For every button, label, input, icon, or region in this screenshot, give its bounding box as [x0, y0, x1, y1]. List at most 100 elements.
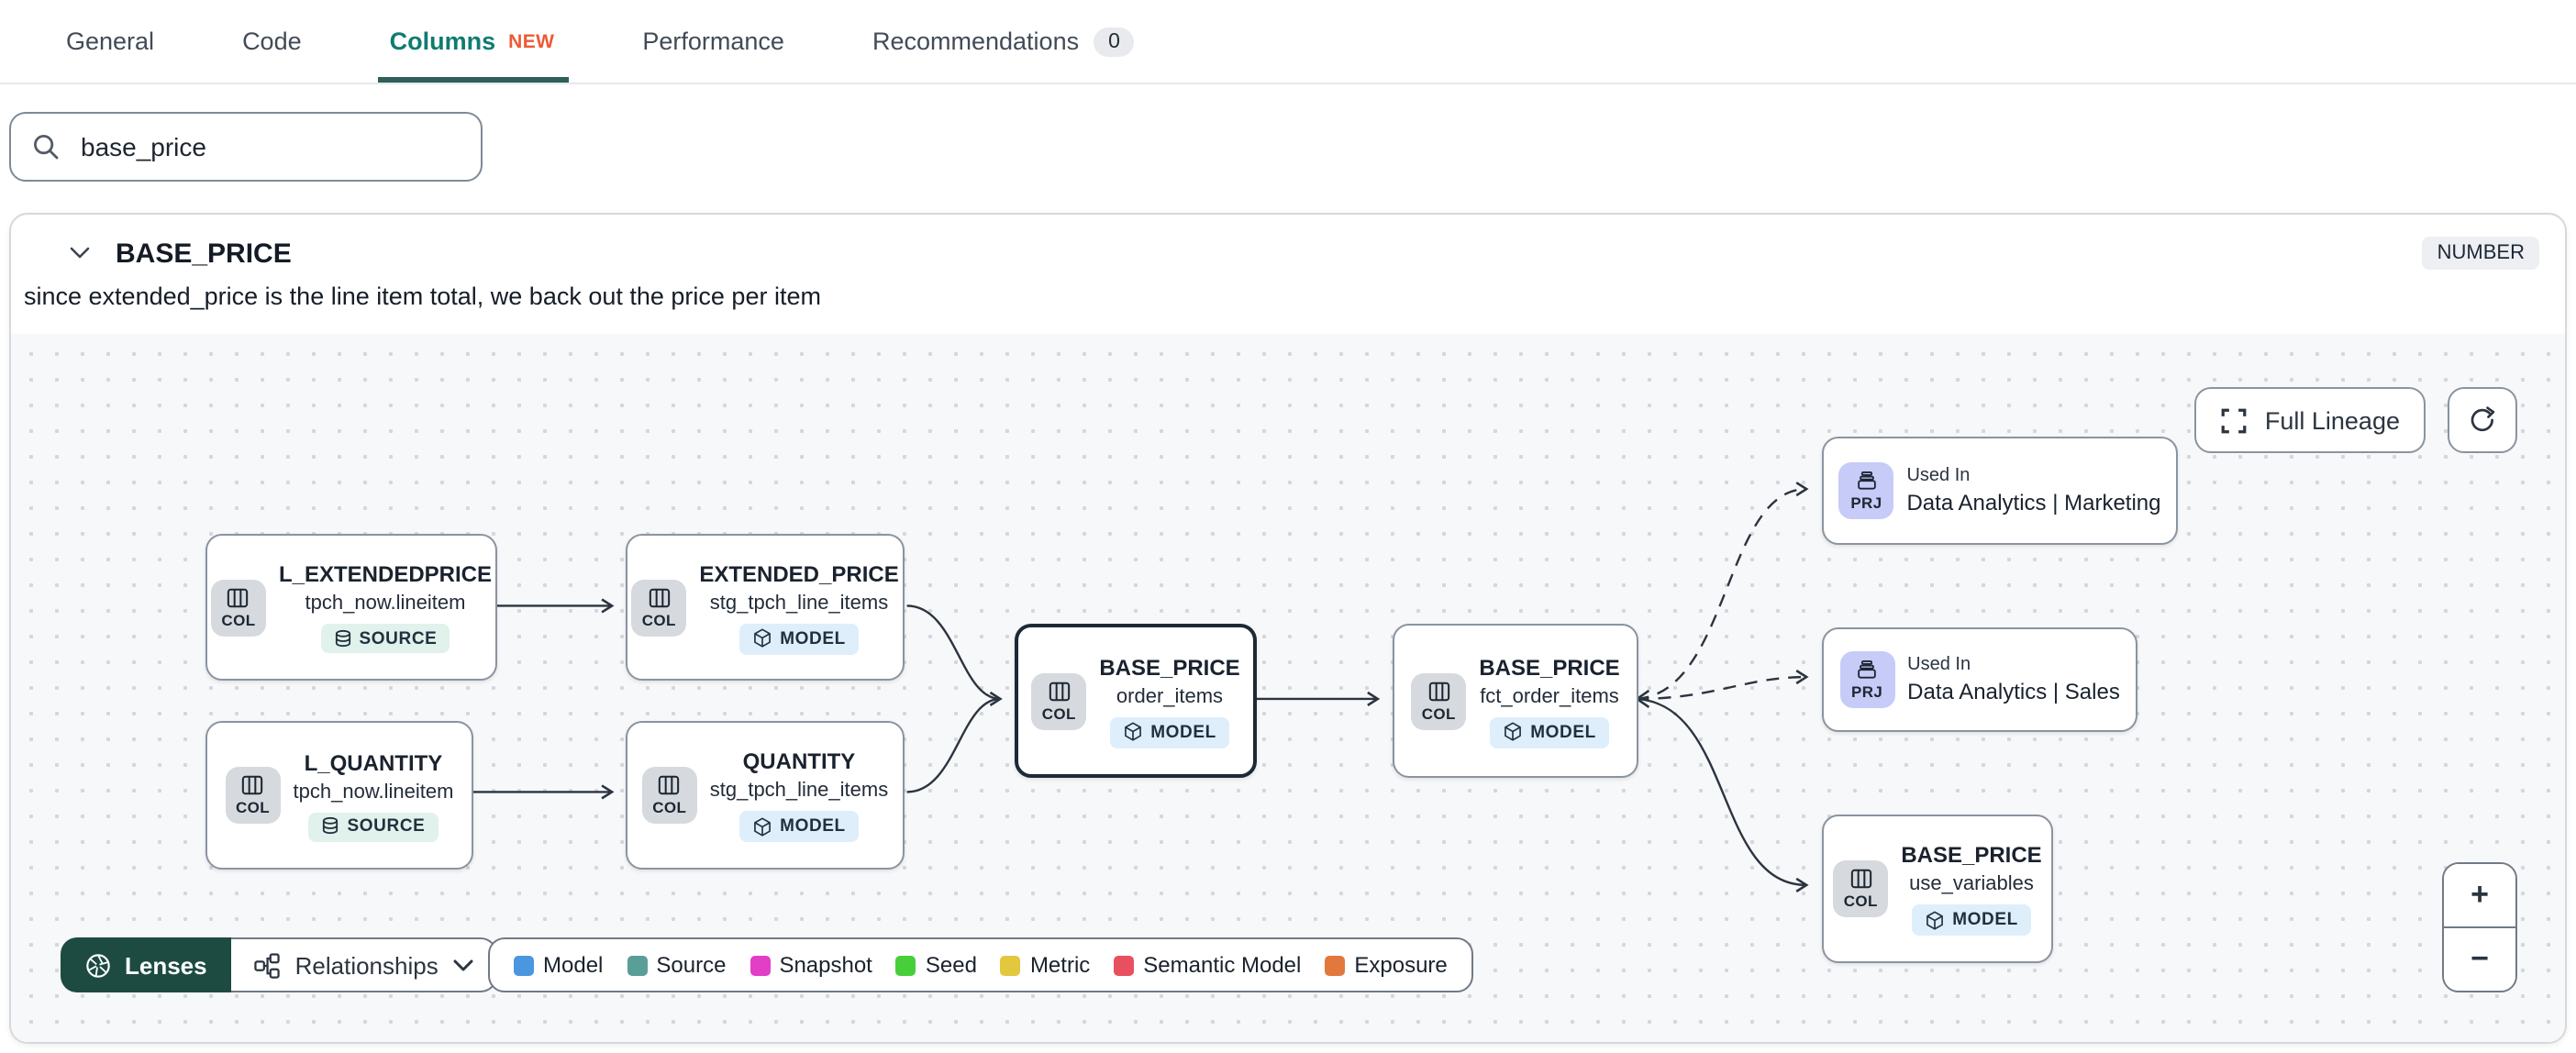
data-type-badge: NUMBER — [2422, 237, 2539, 270]
node-kind-label: COL — [641, 610, 676, 628]
full-lineage-label: Full Lineage — [2264, 406, 2400, 434]
cube-icon — [754, 816, 772, 836]
node-kind-label: PRJ — [1851, 682, 1883, 701]
column-icon: COL — [641, 767, 697, 824]
column-description: since extended_price is the line item to… — [24, 283, 821, 310]
source-swatch — [627, 955, 648, 975]
model-swatch — [514, 955, 534, 975]
legend-item-seed: Seed — [895, 952, 977, 978]
column-panel: BASE_PRICE NUMBER since extended_price i… — [9, 213, 2567, 1044]
lineage-toolbar: Lenses Relationships — [61, 937, 497, 992]
legend-item-semantic-model: Semantic Model — [1114, 952, 1301, 978]
lineage-node-base-price-use-variables[interactable]: COL BASE_PRICE use_variables MODEL — [1822, 815, 2053, 963]
node-subtitle: order_items — [1116, 685, 1224, 707]
lenses-label: Lenses — [125, 951, 207, 979]
node-kind-label: COL — [652, 798, 687, 816]
cube-icon — [1125, 722, 1142, 741]
chevron-down-icon[interactable] — [70, 246, 90, 260]
node-kind-label: COL — [1041, 704, 1076, 722]
model-badge: MODEL — [1912, 904, 2031, 936]
search-icon — [31, 132, 61, 161]
refresh-icon — [2466, 404, 2499, 437]
project-icon: PRJ — [1838, 462, 1894, 519]
node-subtitle: stg_tpch_line_items — [709, 780, 889, 802]
count-badge: 0 — [1094, 27, 1135, 56]
model-badge: MODEL — [739, 811, 859, 842]
chevron-down-icon — [453, 959, 473, 971]
new-badge: NEW — [508, 30, 555, 52]
legend-item-exposure: Exposure — [1325, 952, 1448, 978]
refresh-button[interactable] — [2448, 387, 2517, 453]
node-kind-label: COL — [221, 610, 256, 628]
tab-label: Code — [242, 28, 302, 55]
column-panel-header[interactable]: BASE_PRICE NUMBER — [11, 215, 2565, 277]
snapshot-swatch — [749, 955, 771, 975]
database-icon — [323, 816, 339, 835]
zoom-in-button[interactable]: + — [2444, 864, 2515, 928]
node-subtitle: tpch_now.lineitem — [305, 593, 466, 615]
column-icon: COL — [1411, 672, 1467, 729]
used-in-label: Used In — [1907, 655, 1971, 675]
tab-label: General — [66, 28, 155, 55]
badge-label: SOURCE — [347, 816, 426, 837]
node-title: Data Analytics | Sales — [1907, 679, 2120, 704]
node-title: EXTENDED_PRICE — [699, 560, 899, 586]
relationships-label: Relationships — [294, 951, 439, 979]
semantic-model-swatch — [1114, 955, 1135, 975]
relationships-icon — [253, 951, 281, 979]
lineage-node-base-price-fct-order-items[interactable]: COL BASE_PRICE fct_order_items MODEL — [1393, 624, 1638, 778]
node-title: L_EXTENDEDPRICE — [278, 561, 493, 587]
tab-bar: General Code Columns NEW Performance Rec… — [0, 0, 2576, 84]
lineage-node-quantity[interactable]: COL QUANTITY stg_tpch_line_items MODEL — [626, 721, 905, 870]
tab-label: Performance — [642, 28, 784, 55]
node-kind-label: COL — [1843, 892, 1878, 910]
badge-label: SOURCE — [359, 628, 438, 648]
cube-icon — [1926, 910, 1944, 929]
badge-label: MODEL — [1530, 722, 1596, 742]
column-name: BASE_PRICE — [116, 238, 292, 269]
model-badge: MODEL — [1110, 716, 1229, 748]
column-icon: COL — [1833, 860, 1889, 917]
seed-swatch — [895, 955, 916, 975]
expand-icon — [2221, 406, 2248, 434]
full-lineage-button[interactable]: Full Lineage — [2194, 387, 2426, 453]
tab-general[interactable]: General — [66, 0, 154, 83]
badge-label: MODEL — [1150, 722, 1216, 742]
node-title: QUANTITY — [742, 748, 856, 774]
lineage-node-l-quantity[interactable]: COL L_QUANTITY tpch_now.lineitem SOURCE — [205, 721, 473, 870]
badge-label: MODEL — [780, 816, 846, 837]
lineage-canvas[interactable]: COL L_EXTENDEDPRICE tpch_now.lineitem SO… — [11, 334, 2565, 1042]
tab-code[interactable]: Code — [242, 0, 302, 83]
model-badge: MODEL — [739, 623, 859, 654]
tab-recommendations[interactable]: Recommendations 0 — [872, 0, 1135, 83]
tab-label: Recommendations — [872, 28, 1080, 55]
legend-item-model: Model — [514, 952, 603, 978]
lineage-node-base-price-order-items[interactable]: COL BASE_PRICE order_items MODEL — [1015, 624, 1257, 778]
cube-icon — [754, 628, 772, 648]
zoom-out-button[interactable]: − — [2444, 928, 2515, 991]
tab-performance[interactable]: Performance — [642, 0, 784, 83]
node-kind-label: COL — [235, 798, 271, 816]
tab-columns[interactable]: Columns NEW — [378, 0, 570, 83]
project-icon: PRJ — [1839, 651, 1895, 708]
tab-label: Columns — [389, 28, 496, 55]
column-icon: COL — [631, 579, 687, 636]
badge-label: MODEL — [780, 628, 846, 648]
lineage-node-used-in-sales[interactable]: PRJ Used In Data Analytics | Sales — [1822, 627, 2137, 732]
column-icon: COL — [1031, 672, 1087, 729]
metric-swatch — [1000, 955, 1021, 975]
lineage-node-extended-price[interactable]: COL EXTENDED_PRICE stg_tpch_line_items M… — [626, 534, 905, 681]
lineage-node-l-extendedprice[interactable]: COL L_EXTENDEDPRICE tpch_now.lineitem SO… — [205, 534, 497, 681]
node-subtitle: use_variables — [1909, 873, 2034, 895]
lineage-node-used-in-marketing[interactable]: PRJ Used In Data Analytics | Marketing — [1822, 437, 2178, 545]
node-title: BASE_PRICE — [1479, 654, 1620, 680]
node-kind-label: PRJ — [1850, 493, 1882, 512]
legend-item-metric: Metric — [1000, 952, 1090, 978]
lenses-button[interactable]: Lenses — [61, 937, 231, 992]
source-badge: SOURCE — [320, 624, 450, 653]
node-subtitle: tpch_now.lineitem — [293, 781, 454, 803]
column-icon: COL — [210, 579, 266, 636]
search-input[interactable] — [9, 112, 483, 182]
relationships-dropdown[interactable]: Relationships — [230, 937, 497, 992]
node-title: BASE_PRICE — [1099, 654, 1240, 680]
